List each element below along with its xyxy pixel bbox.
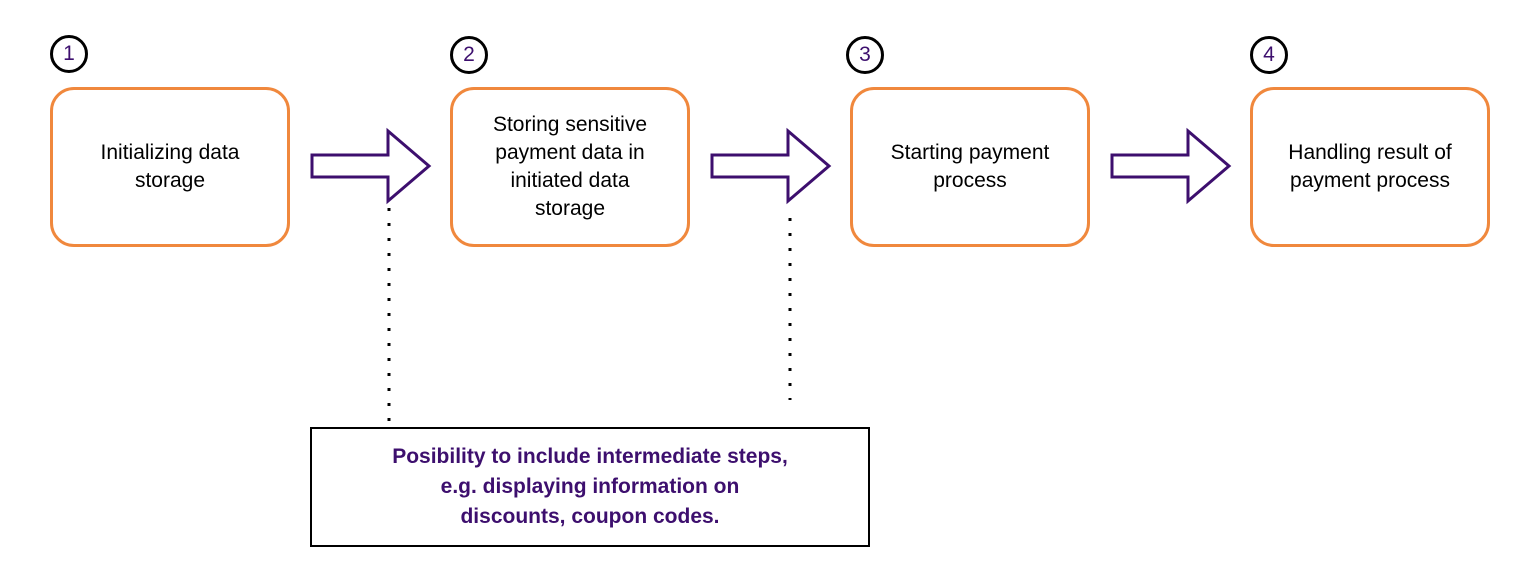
step-label: Starting payment process (890, 141, 1050, 192)
step-number-badge-2: 2 (450, 36, 488, 74)
step-label: Handling result of payment process (1288, 141, 1452, 192)
step-box-storing-payment-data: Storing sensitive payment data in initia… (450, 87, 690, 247)
step-box-starting-payment-process: Starting payment process (850, 87, 1090, 247)
step-box-initializing-data-storage: Initializing data storage (50, 87, 290, 247)
step-number-badge-4: 4 (1250, 36, 1288, 74)
note-text: Posibility to include intermediate steps… (392, 445, 788, 528)
arrow-step1-to-step2 (310, 127, 432, 205)
intermediate-steps-note: Posibility to include intermediate steps… (310, 427, 870, 547)
step-number-badge-3: 3 (846, 36, 884, 74)
step-box-handling-payment-result: Handling result of payment process (1250, 87, 1490, 247)
arrow-step2-to-step3 (710, 127, 832, 205)
arrow-step3-to-step4 (1110, 127, 1232, 205)
step-number-badge-1: 1 (50, 35, 88, 73)
step-label: Storing sensitive payment data in initia… (492, 113, 648, 220)
step-number: 2 (463, 43, 475, 66)
step-label: Initializing data storage (100, 141, 240, 192)
step-number: 3 (859, 43, 871, 66)
step-number: 1 (63, 42, 75, 65)
step-number: 4 (1263, 43, 1275, 66)
